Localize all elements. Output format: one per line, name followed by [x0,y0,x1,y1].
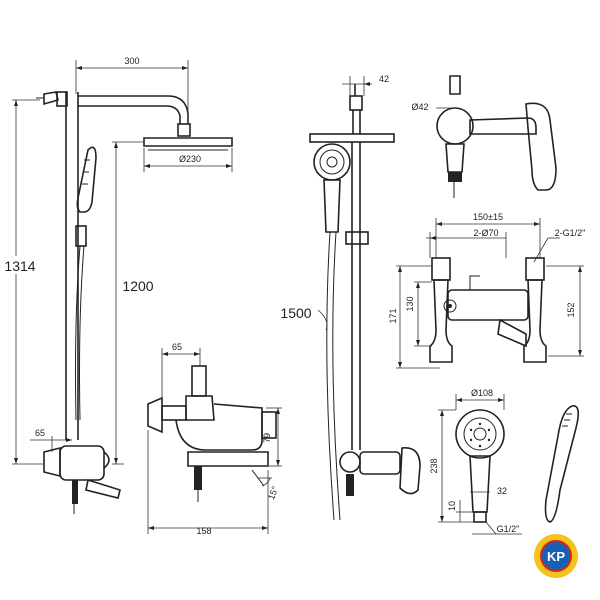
hose [75,245,81,421]
top-wall-bracket [36,91,68,107]
mixer-depth-label: 158 [196,526,211,536]
dimension-rail-height: 1500 [280,305,328,331]
shower-head-joint [177,123,191,137]
mixer-height-label: 79 [262,433,272,443]
bath-mixer-front-view [429,257,547,363]
mixer-offset-side-label: 65 [172,342,182,352]
dimension-rail-bracket: 42 [342,74,389,96]
svg-text:KP: KP [547,549,565,564]
arm-length-label: 300 [124,56,139,66]
rail-slider [345,231,369,245]
rain-shower-head [143,137,233,151]
dimension-head-height: 1200 [112,141,158,465]
rail-bracket-label: 42 [379,74,389,84]
dimension-body-height-a: 130 [405,281,432,347]
centers-label: 150±15 [473,212,503,222]
slide-rail-set-front-view [309,84,421,521]
body-height-a-label: 130 [405,296,415,311]
dimension-hand-shower-length: 238 [429,409,474,523]
valve-round [436,107,474,145]
hand-shower-face [455,409,505,459]
mixer-inlet-side [194,466,202,490]
dimension-head-diameter: Ø230 [143,148,233,172]
total-height-label: 1314 [4,258,35,274]
shower-arm-inner [78,105,181,124]
rail-hose [326,231,335,521]
mixer-body-front [43,445,121,514]
valve-lever [525,102,557,191]
mixer-body [447,289,529,321]
dimension-mixer-offset-side: 65 [161,342,201,398]
hand-shower-length-label: 238 [429,458,439,473]
label-inlet-thread: 2-G1/2" [533,228,586,263]
dimension-body-height-c: 152 [546,265,584,357]
hand-shower-connector [473,511,487,523]
valve-side-view [436,75,557,198]
rail-rain-head [309,133,395,143]
mixer-wall-flange [147,396,163,434]
rail-hand-shower [313,143,351,233]
mixer-leg-right [525,257,545,281]
dimension-mixer-angle: 15° [258,477,280,501]
dimension-mixer-height: 79 [262,407,282,467]
body-height-b-label: 171 [388,308,398,323]
inlet-thread-label: 2-G1/2" [555,228,586,238]
mixer-spout [497,318,527,348]
dimension-mixer-offset-front: 65 [30,428,72,452]
hand-shower-grip-label: 32 [497,486,507,496]
mixer-side-view [147,365,277,502]
mixer-offset-front-label: 65 [35,428,45,438]
dimension-total-height: 1314 [2,99,44,465]
head-diameter-label: Ø230 [179,154,201,164]
mixer-angle-label: 15° [266,484,280,501]
dimension-hand-shower-diameter: Ø108 [455,388,505,410]
dimension-hand-shower-grip: 32 [470,486,507,496]
connector-diameter-label: 2-Ø70 [473,228,498,238]
rail-top-joint [349,95,363,111]
hand-shower-front-view [455,409,505,523]
kp-logo: KP [534,534,578,578]
hand-shower-on-holder [75,146,97,247]
hose-outline [79,245,85,421]
rail-height-label: 1500 [280,305,311,321]
dimension-valve-diameter: Ø42 [411,102,454,112]
body-height-c-label: 152 [566,302,576,317]
hand-shower-diameter-label: Ø108 [471,388,493,398]
label-hand-shower-thread: G1/2" [472,521,522,535]
mixer-spout-side [187,451,269,467]
shower-column-front-view [36,91,233,514]
hand-shower-thread-label: G1/2" [497,524,520,534]
mixer-leg-left [431,257,451,281]
mixer-body-side [175,403,263,451]
head-height-label: 1200 [122,278,153,294]
dimension-body-height-b: 171 [388,265,440,369]
rail-mixer [339,447,421,496]
hand-shower-nozzles [469,422,491,448]
dimension-mixer-depth: 158 [147,430,269,536]
hand-shower-neck-label: 10 [447,501,457,511]
shower-arm [78,95,189,124]
mixer-handle [191,365,207,397]
valve-diameter-label: Ø42 [411,102,428,112]
dimension-arm-length: 300 [75,56,189,124]
hand-shower-handle [469,455,491,513]
dimension-hand-shower-neck: 10 [447,500,472,522]
hand-shower-side-view [544,405,580,523]
dimension-connector-diameter: 2-Ø70 [426,228,507,258]
